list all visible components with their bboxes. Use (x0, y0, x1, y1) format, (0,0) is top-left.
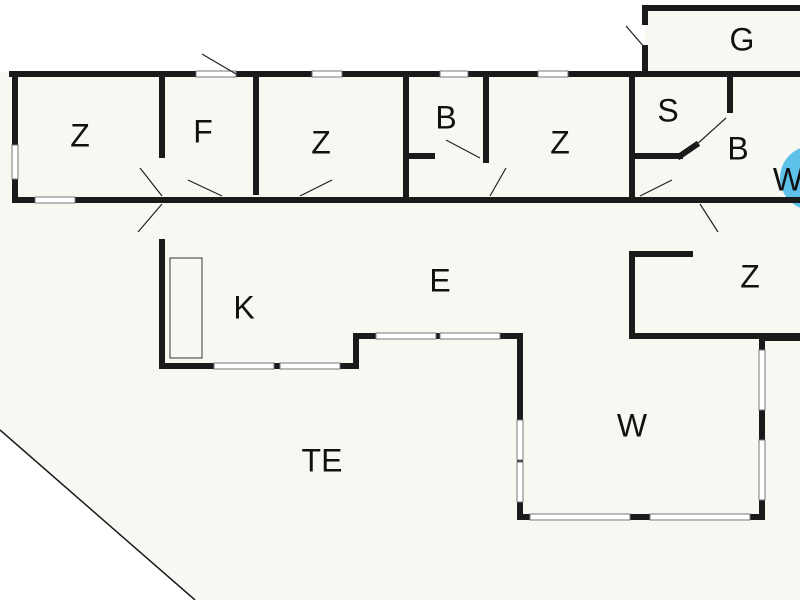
room-label-living: W (617, 407, 648, 443)
room-label-garage: G (730, 21, 755, 57)
room-label-entrance: E (429, 262, 450, 298)
room-label-hall-f: F (193, 113, 213, 149)
room-label-sauna: S (657, 92, 678, 128)
interior-walls (159, 71, 800, 339)
door-swings (137, 53, 727, 233)
windows (11, 70, 766, 521)
room-label-bedroom-2: Z (311, 124, 331, 160)
garage-floor (645, 8, 800, 72)
room-label-whirlpool: W (773, 161, 800, 197)
terrace-edge (0, 429, 196, 600)
room-label-terrace: TE (302, 442, 343, 478)
room-label-bath-1: B (435, 99, 456, 135)
room-label-kitchen: K (233, 289, 254, 325)
room-label-bedroom-4: Z (740, 258, 760, 294)
room-label-bath-2: B (727, 130, 748, 166)
whirlpool-icon (780, 148, 800, 208)
room-label-bedroom-3: Z (550, 124, 570, 160)
kitchen-counter (169, 257, 203, 359)
garage-walls (625, 5, 800, 75)
room-label-bedroom-1: Z (70, 117, 90, 153)
